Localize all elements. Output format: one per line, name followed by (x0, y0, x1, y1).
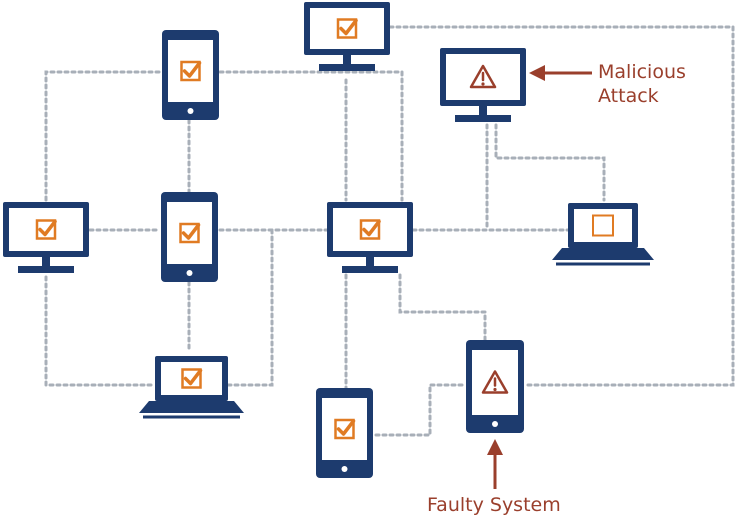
warning-icon (469, 64, 497, 89)
monitor-base (319, 64, 375, 71)
phone-bottom (316, 388, 373, 478)
phone-home-button (492, 421, 498, 427)
malicious-attack-label: Malicious Attack (598, 60, 728, 108)
link (44, 70, 164, 202)
link (398, 273, 487, 342)
laptop-bottom-left (139, 356, 244, 419)
warning-icon (481, 370, 509, 394)
monitor-left (3, 202, 89, 273)
checkmark-icon (359, 219, 381, 240)
empty-box (592, 214, 614, 237)
laptop-screen (161, 362, 222, 395)
monitor-neck (366, 257, 374, 266)
laptop-right (552, 203, 654, 266)
monitor-neck (343, 55, 351, 64)
checkmark (336, 419, 356, 436)
link (388, 25, 735, 387)
checkbox-frame (181, 368, 202, 389)
malicious-attack-label-line1: Malicious (598, 61, 686, 83)
monitor-center (327, 202, 413, 273)
warning-triangle (481, 370, 509, 394)
checkmark (181, 223, 201, 240)
link (494, 123, 606, 202)
monitor-top (304, 2, 390, 71)
phone-home-button (187, 108, 194, 114)
network-links (44, 25, 735, 437)
link (226, 228, 274, 387)
laptop-screen (574, 209, 632, 242)
link (374, 383, 468, 437)
checkbox-frame (359, 219, 381, 240)
checkmark (183, 368, 203, 386)
faulty-system-label: Faulty System (427, 493, 587, 517)
empty-box-icon (592, 214, 614, 237)
faulty-system-label-text: Faulty System (427, 494, 561, 516)
checkmark-icon (35, 219, 57, 240)
malicious-arrow-head (529, 65, 545, 81)
phone-home-button (341, 466, 348, 472)
checkmark-icon (180, 60, 202, 82)
phone-center-left (161, 192, 218, 282)
monitor-base (455, 115, 511, 122)
checkmark (339, 18, 358, 36)
checkbox-frame (35, 219, 57, 240)
monitor-screen (310, 8, 384, 49)
checkmark (38, 219, 57, 237)
checkbox-frame (179, 222, 200, 244)
laptop-base (139, 401, 244, 413)
monitor-base (18, 266, 74, 273)
arrows (487, 65, 592, 489)
phone-screen (167, 202, 212, 264)
phone-top-left (162, 30, 219, 120)
phone-screen (168, 40, 213, 102)
link (44, 275, 154, 387)
monitor-screen (9, 208, 83, 251)
monitor-malicious (440, 48, 526, 122)
link (218, 70, 404, 202)
checkmark-icon (179, 222, 201, 244)
phone-home-button (186, 270, 193, 276)
monitor-neck (42, 257, 50, 266)
malicious-attack-label-line2: Attack (598, 85, 659, 107)
checkmark-icon (336, 18, 358, 39)
faulty-arrow-head (487, 439, 503, 455)
checkmark-icon (181, 368, 203, 389)
monitor-neck (479, 106, 487, 115)
warning-triangle (469, 64, 497, 89)
checkbox-frame (336, 18, 358, 39)
checkbox-frame (180, 60, 201, 82)
phone-faulty (466, 340, 524, 433)
checkmark (362, 219, 381, 237)
checkbox-frame (334, 418, 355, 440)
devices (3, 2, 654, 478)
phone-screen (322, 398, 367, 460)
checkmark (182, 61, 202, 78)
monitor-base (342, 266, 398, 273)
monitor-screen (333, 208, 407, 251)
checkmark-icon (334, 418, 356, 440)
warning-dot (493, 387, 497, 392)
warning-dot (481, 82, 485, 86)
laptop-base (552, 248, 654, 260)
